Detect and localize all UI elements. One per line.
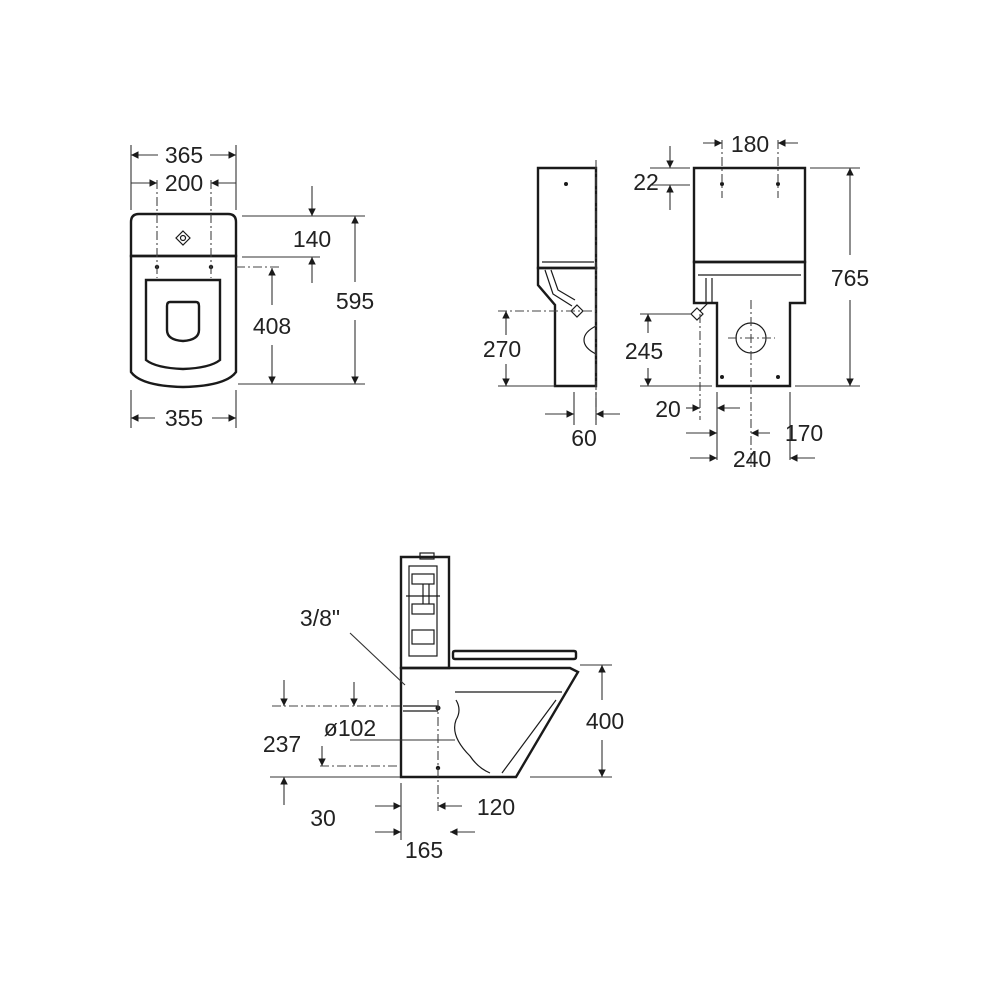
dim-245: 245 [625,338,663,364]
dim-408: 408 [253,313,291,339]
section-bowl [399,666,580,779]
top-view-bowl [129,254,238,389]
rear-view-tank [692,166,807,264]
dim-20: 20 [655,396,681,422]
dim-270: 270 [483,336,521,362]
section-seat-lid [451,649,578,661]
dim-180: 180 [731,131,769,157]
inlet-valve-icon [570,304,584,318]
dim-237: 237 [263,731,301,757]
dim-3-8-inch: 3/8" [300,605,340,631]
dim-120: 120 [477,794,515,820]
dim-595: 595 [336,288,374,314]
flush-button-icon [175,230,191,246]
rear-inlet-valve-icon [690,307,704,321]
dim-400: 400 [586,708,624,734]
rear-view: 180 22 765 245 20 170 240 [625,131,869,472]
flush-valve [408,565,438,657]
top-view-tank [129,212,238,258]
dim-22: 22 [633,169,659,195]
top-view-seat [144,278,222,371]
dim-355: 355 [165,405,203,431]
dim-diameter-102: ø102 [324,715,376,741]
dim-140: 140 [293,226,331,252]
dim-60: 60 [571,425,597,451]
dim-165: 165 [405,837,443,863]
section-view: 3/8" ø102 237 30 400 120 165 [263,552,624,863]
side-view-body [536,266,598,388]
top-view-bowl-opening [165,300,201,343]
dim-365: 365 [165,142,203,168]
dim-765: 765 [831,265,869,291]
dim-240: 240 [733,446,771,472]
top-view: 365 200 355 140 408 595 [129,142,374,431]
rear-view-body [692,260,807,388]
dim-170: 170 [785,420,823,446]
dim-200: 200 [165,170,203,196]
dim-30: 30 [310,805,336,831]
side-view: 270 60 [483,160,620,451]
